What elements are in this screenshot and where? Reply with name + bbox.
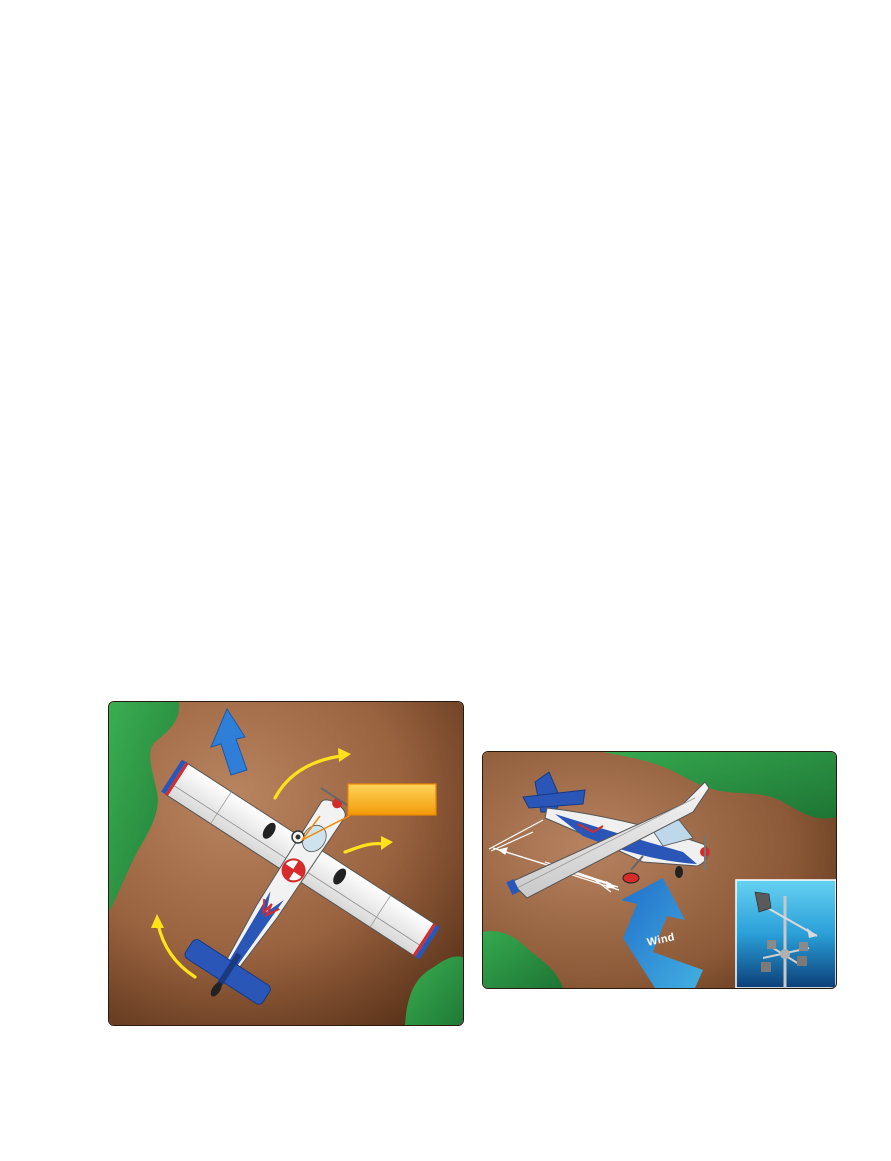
grass-area [109, 702, 180, 912]
grass-area [405, 956, 463, 1025]
turning-diagram-panel [108, 701, 464, 1026]
grass-area [483, 931, 563, 988]
blue-direction-arrow-icon [210, 707, 248, 776]
weathervane-icon [735, 879, 836, 988]
weathervaning-illustration [483, 752, 836, 988]
callout-box [301, 783, 437, 841]
wind-arrow-icon [621, 878, 703, 988]
weathervaning-panel: Wind [482, 751, 837, 989]
yellow-turn-arrows [156, 754, 385, 979]
grass-area [603, 752, 836, 819]
airplane-perspective-icon [506, 771, 710, 899]
turning-diagram-illustration [109, 702, 463, 1025]
